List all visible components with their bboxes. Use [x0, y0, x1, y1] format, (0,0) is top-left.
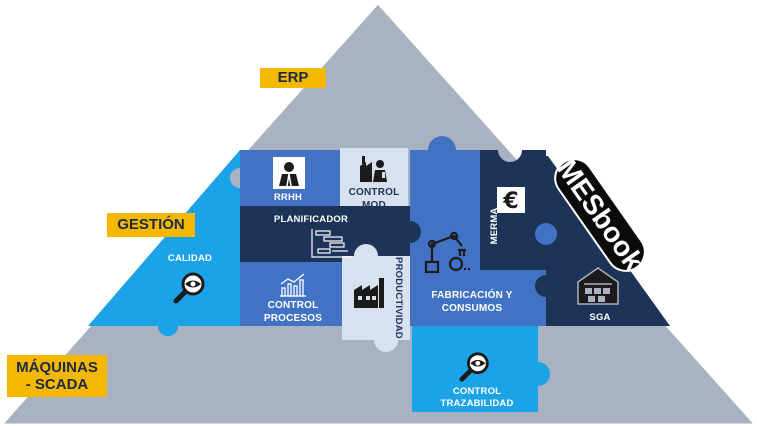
level-erp-label: ERP: [260, 68, 326, 88]
rrhh-label: RRHH: [273, 192, 303, 203]
level-gestion-label: GESTIÓN: [107, 213, 195, 237]
gantt-chart-icon: [311, 229, 352, 258]
growth-chart-icon: [280, 273, 306, 297]
robot-arm-icon: [424, 231, 470, 274]
sga-label: SGA: [589, 312, 611, 323]
knob-connector: [456, 288, 476, 308]
supervisor-factory-icon: [360, 156, 387, 182]
euro-icon: €: [497, 187, 525, 214]
worker-icon: [273, 157, 305, 189]
knob-connector: [535, 223, 557, 245]
fabricacion-label: FABRICACIÓN Y CONSUMOS: [431, 290, 513, 314]
svg-text:€: €: [502, 189, 518, 214]
warehouse-icon: [577, 267, 619, 305]
knob-connector: [399, 221, 421, 243]
control-mod-label: CONTROL MOD: [348, 187, 400, 211]
magnifier-eye-icon: [459, 352, 489, 382]
piece-fabricacion: [410, 136, 546, 326]
knob-connector: [535, 275, 557, 297]
productividad-label: PRODUCTIVIDAD: [392, 257, 404, 339]
factory-icon: [354, 278, 384, 308]
control-procesos-label: CONTROL PROCESOS: [263, 300, 323, 324]
magnifier-eye-icon: [173, 272, 205, 304]
level-maquinas-label: MÁQUINAS - SCADA: [7, 355, 107, 397]
calidad-label: CALIDAD: [167, 253, 213, 264]
planificador-label: PLANIFICADOR: [273, 214, 349, 225]
piece-calidad: [88, 150, 240, 336]
control-trazabilidad-label: CONTROL TRAZABILIDAD: [440, 386, 514, 409]
